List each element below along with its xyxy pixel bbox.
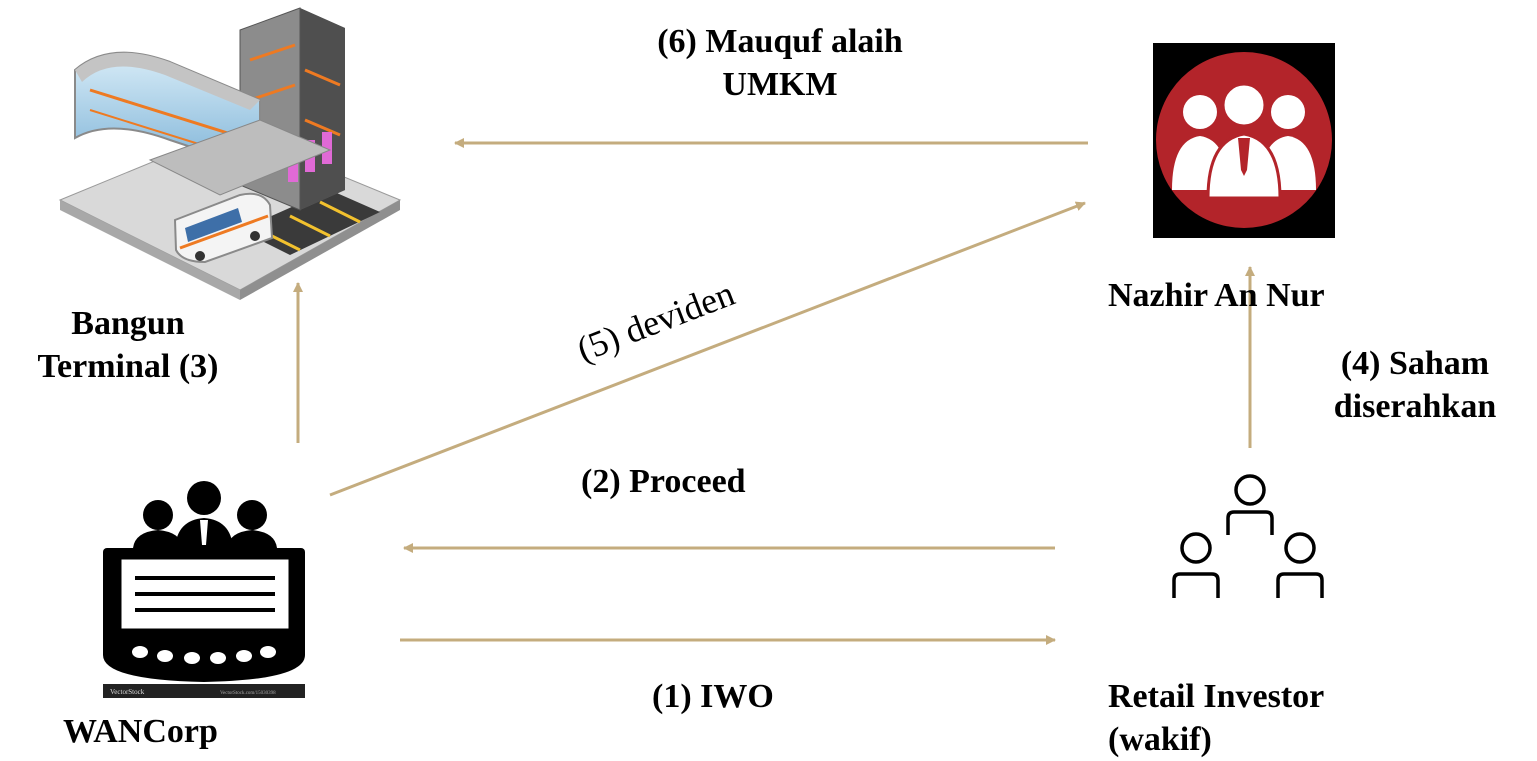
edge-label-mauquf: (6) Mauquf alaih UMKM	[657, 23, 903, 103]
edge-label-saham: (4) Saham diserahkan	[1333, 345, 1497, 425]
board-meeting-icon: VectorStock VectorStock.com/15030398	[103, 481, 305, 698]
vectorstock-watermark-left: VectorStock	[110, 688, 145, 696]
edge-label-iwo: (1) IWO	[652, 678, 774, 715]
terminal-building-icon	[58, 7, 402, 300]
node-label-nazhir: Nazhir An Nur	[1108, 277, 1325, 314]
arrow-deviden	[329, 201, 1086, 497]
node-label-wancorp: WANCorp	[63, 713, 218, 750]
vectorstock-watermark-right: VectorStock.com/15030398	[220, 691, 276, 696]
investor-network-icon	[1172, 474, 1324, 598]
edge-label-deviden: (5) deviden	[572, 273, 740, 369]
node-label-investor: Retail Investor (wakif)	[1108, 678, 1325, 758]
edge-label-proceed: (2) Proceed	[581, 463, 746, 500]
node-label-terminal: Bangun Terminal (3)	[37, 305, 219, 385]
group-people-icon	[1153, 43, 1335, 238]
